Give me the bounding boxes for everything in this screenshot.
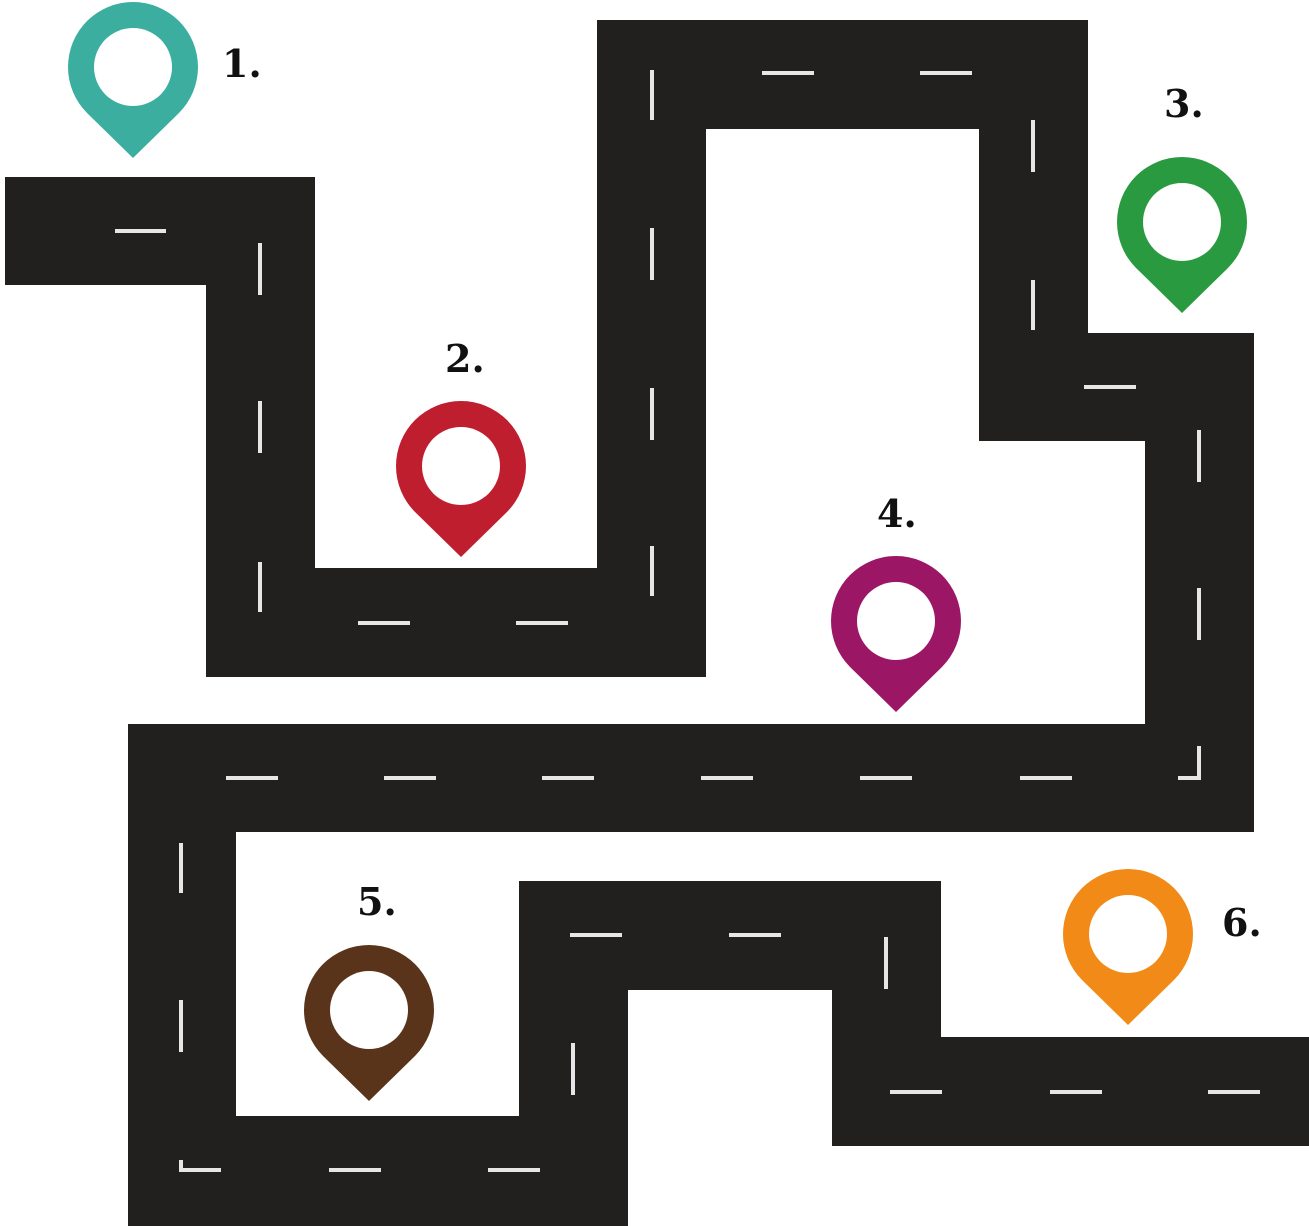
map-pin-hole — [422, 427, 500, 505]
map-pin-icon — [831, 556, 961, 712]
marker-label-5: 5. — [357, 879, 397, 924]
map-pin-icon — [304, 945, 434, 1101]
map-pin-icon — [68, 2, 198, 158]
map-pin-icon — [396, 401, 526, 557]
map-pin-hole — [94, 28, 172, 106]
marker-label-3: 3. — [1164, 81, 1204, 126]
marker-label-4: 4. — [877, 491, 917, 536]
map-pin-hole — [857, 582, 935, 660]
marker-label-2: 2. — [445, 336, 485, 381]
marker-label-1: 1. — [222, 41, 262, 86]
road — [5, 20, 1309, 1226]
map-pin-hole — [330, 971, 408, 1049]
marker-label-6: 6. — [1222, 900, 1262, 945]
map-pin-hole — [1089, 895, 1167, 973]
map-pin-hole — [1143, 183, 1221, 261]
road-segment — [128, 724, 1254, 832]
map-pin-icon — [1063, 869, 1193, 1025]
map-pin-icon — [1117, 157, 1247, 313]
